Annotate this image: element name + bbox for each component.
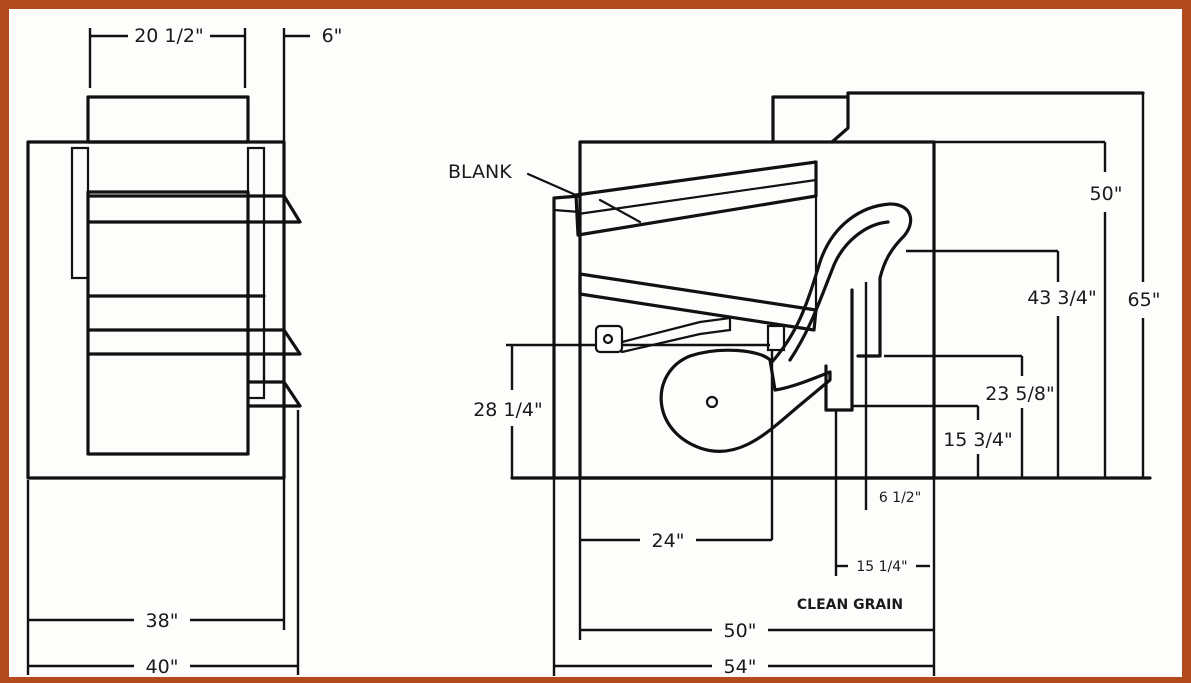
right-post [246,146,266,400]
front-width-top-label: 20 1/2" [134,25,204,47]
front-offset-top-label: 6" [322,25,343,47]
upper-sieve [574,160,818,237]
blank-pointer [598,198,642,224]
linkage-block [766,324,786,352]
front-body [26,140,286,480]
height-23-label: 23 5/8" [985,383,1055,405]
fan-shaft [705,395,719,409]
height-65-label: 65" [1128,289,1161,311]
width-50-label: 50" [724,620,757,642]
drive-pivot [594,324,624,354]
blank-label: BLANK [448,161,512,183]
linkage-arm [620,316,732,354]
height-15-label: 15 3/4" [943,429,1013,451]
depth-6-label: 6 1/2" [879,490,921,506]
height-43-label: 43 3/4" [1027,287,1097,309]
fan-housing [659,348,832,454]
duct-inner [788,220,890,362]
sieve-1 [86,194,302,224]
height-28-label: 28 1/4" [473,399,543,421]
clean-grain-label: CLEAN GRAIN [797,597,903,613]
front-inner-frame [86,190,250,456]
blank-leader [526,172,580,198]
sieve-line [576,178,818,216]
pivot-bolt [602,333,614,345]
hopper-top [86,95,250,144]
feeder-left [552,194,582,480]
depth-24-label: 24" [652,530,685,552]
front-width-inner-label: 38" [146,610,179,632]
aspiration-duct [770,202,913,364]
height-50-label: 50" [1090,183,1123,205]
front-width-outer-label: 40" [146,656,179,678]
duct-edge [830,95,850,144]
left-post [70,146,90,280]
sieve-2 [86,328,302,356]
depth-15-label: 15 1/4" [856,559,907,575]
side-view: BLANK 50" 65" 43 3/4" 23 5/8" 15 3/4" 28… [448,91,1161,678]
top-duct [771,91,1145,144]
sieve-3 [246,380,302,408]
width-54-label: 54" [724,656,757,678]
front-view: 20 1/2" 6" 38" 40" [26,25,343,678]
